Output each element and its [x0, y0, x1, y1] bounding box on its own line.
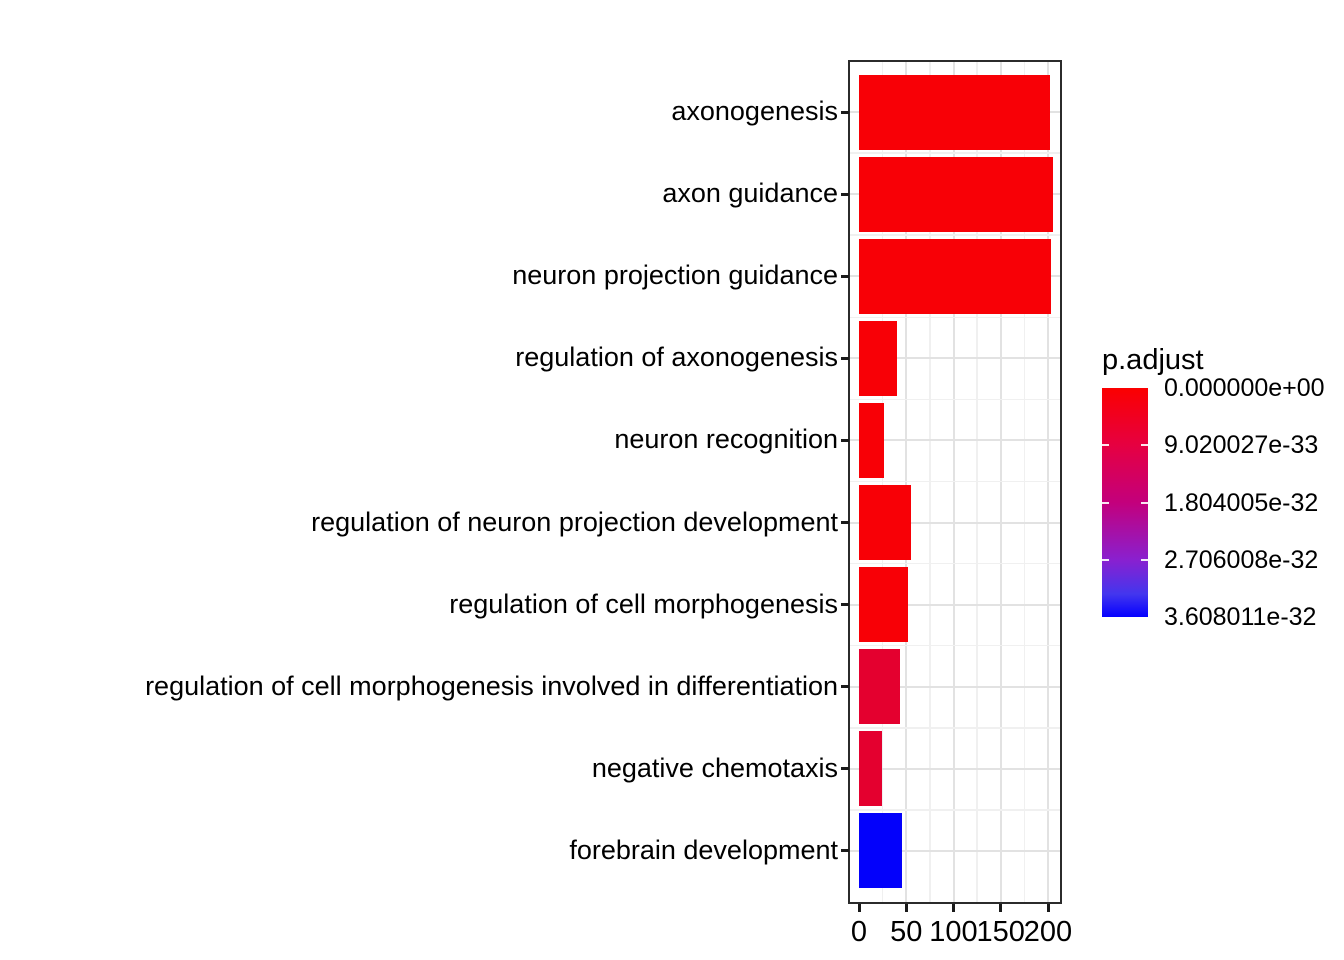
y-tick-mark [841, 767, 849, 771]
y-tick-mark [841, 356, 849, 360]
category-label: neuron projection guidance [512, 260, 838, 291]
bar-regulation-of-cell-morphogenesis-involved-in-differentiation [859, 649, 900, 725]
gridline-horizontal-major [850, 357, 1060, 360]
bar-regulation-of-neuron-projection-development [859, 485, 911, 560]
gridline-horizontal-minor [850, 398, 1060, 401]
category-label: negative chemotaxis [591, 752, 838, 783]
bar-negative-chemotaxis [859, 731, 882, 807]
legend-title: p.adjust [1102, 344, 1204, 376]
gridline-horizontal-major [850, 849, 1060, 852]
x-tick-mark [1046, 904, 1050, 912]
bar-forebrain-development [859, 813, 903, 889]
colorbar-tick-left [1102, 501, 1109, 504]
gridline-horizontal-major [850, 603, 1060, 606]
x-tick-mark [857, 904, 861, 912]
plot-panel [850, 62, 1060, 902]
y-tick-mark [841, 849, 849, 853]
bar-regulation-of-axonogenesis [859, 320, 897, 396]
colorbar-tick-right [1141, 501, 1148, 504]
gridline-horizontal-minor [850, 152, 1060, 154]
category-label: neuron recognition [614, 424, 838, 455]
colorbar-tick-left [1102, 444, 1109, 447]
category-label: regulation of cell morphogenesis involve… [145, 670, 838, 701]
legend-colorbar [1102, 388, 1148, 617]
y-tick-mark [841, 685, 849, 689]
category-label: regulation of cell morphogenesis [449, 588, 838, 619]
gridline-horizontal-minor [850, 480, 1060, 483]
legend-label: 9.020027e-33 [1164, 431, 1319, 460]
legend-label: 0.000000e+00 [1164, 374, 1325, 402]
gridline-horizontal-minor [850, 809, 1060, 811]
x-tick-label: 100 [929, 916, 978, 948]
gridline-horizontal-minor [850, 316, 1060, 318]
gridline-horizontal-major [850, 767, 1060, 770]
gridline-horizontal-minor [850, 727, 1060, 729]
colorbar-tick-right [1141, 444, 1148, 447]
gridline-horizontal-major [850, 685, 1060, 688]
colorbar-tick-left [1102, 558, 1109, 561]
legend-label: 1.804005e-32 [1164, 488, 1319, 517]
y-tick-mark [841, 192, 849, 196]
x-tick-mark [904, 904, 908, 912]
y-tick-mark [841, 521, 849, 524]
gridline-horizontal-minor [850, 644, 1060, 647]
x-tick-mark [999, 904, 1003, 912]
category-label: axon guidance [662, 178, 838, 209]
x-tick-label: 200 [1023, 916, 1073, 948]
legend-label: 2.706008e-32 [1164, 545, 1319, 574]
y-tick-mark [841, 110, 849, 114]
gridline-horizontal-minor [850, 234, 1060, 236]
gridline-horizontal-minor [850, 562, 1060, 565]
gridline-horizontal-major [850, 521, 1060, 524]
x-tick-label: 50 [890, 916, 923, 948]
category-label: axonogenesis [671, 96, 838, 126]
category-label: regulation of axonogenesis [515, 342, 838, 373]
y-tick-mark [841, 274, 849, 278]
gridline-horizontal-major [850, 439, 1060, 442]
y-tick-mark [841, 603, 849, 607]
legend-label: 3.608011e-32 [1164, 603, 1317, 631]
colorbar-tick-right [1141, 558, 1148, 561]
y-tick-mark [841, 438, 849, 442]
bar-axon-guidance [859, 156, 1053, 232]
bar-neuron-projection-guidance [859, 238, 1051, 314]
bar-neuron-recognition [859, 402, 884, 478]
x-tick-label: 0 [850, 916, 868, 948]
category-label: regulation of neuron projection developm… [311, 506, 838, 537]
category-label: forebrain development [569, 834, 838, 865]
bar-regulation-of-cell-morphogenesis [859, 567, 909, 643]
x-tick-mark [952, 904, 955, 912]
x-tick-label: 150 [976, 916, 1025, 948]
bar-axonogenesis [859, 74, 1050, 150]
